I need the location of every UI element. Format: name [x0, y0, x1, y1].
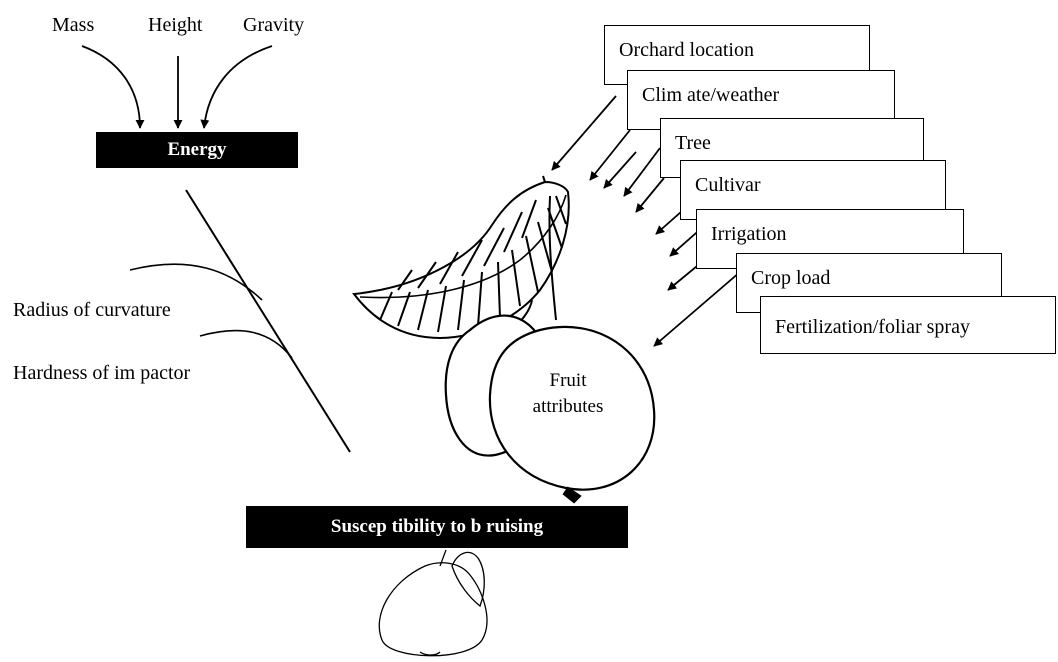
factor-crop-load-label: Crop load	[751, 268, 830, 288]
impactor-factor-hardness: Hardness of im pactor	[13, 363, 190, 383]
hardness-curve	[200, 331, 292, 358]
fruit-attributes-label: Fruit attributes	[513, 368, 623, 420]
susceptibility-box: Suscep tibility to b ruising	[246, 506, 628, 548]
arrow-mass-to-energy	[82, 46, 140, 128]
arrow-gravity-to-energy	[204, 46, 272, 128]
energy-input-height: Height	[148, 15, 202, 35]
factor-fertilization: Fertilization/foliar spray	[760, 296, 1056, 354]
fruit-label-line2: attributes	[513, 394, 623, 420]
factor-cultivar-label: Cultivar	[695, 175, 761, 195]
arrow-climate-weather	[590, 130, 630, 180]
factor-orchard-location-label: Orchard location	[619, 40, 754, 60]
arrow-fertilization	[654, 272, 740, 346]
curvature-curve	[130, 264, 262, 300]
factor-fertilization-label: Fertilization/foliar spray	[775, 317, 970, 337]
energy-input-gravity: Gravity	[243, 15, 304, 35]
pear-illustration	[379, 550, 487, 656]
factor-irrigation-label: Irrigation	[711, 224, 787, 244]
factor-tree-label: Tree	[675, 133, 711, 153]
factor-climate-weather-label: Clim ate/weather	[642, 85, 779, 105]
energy-influence-line	[186, 190, 350, 452]
energy-input-mass: Mass	[52, 15, 94, 35]
leaf-illustration	[354, 176, 569, 338]
arrow-cultivar	[636, 178, 664, 212]
fruit-label-line1: Fruit	[513, 368, 623, 394]
impactor-factor-radius: Radius of curvature	[13, 300, 171, 320]
energy-box: Energy	[96, 132, 298, 168]
